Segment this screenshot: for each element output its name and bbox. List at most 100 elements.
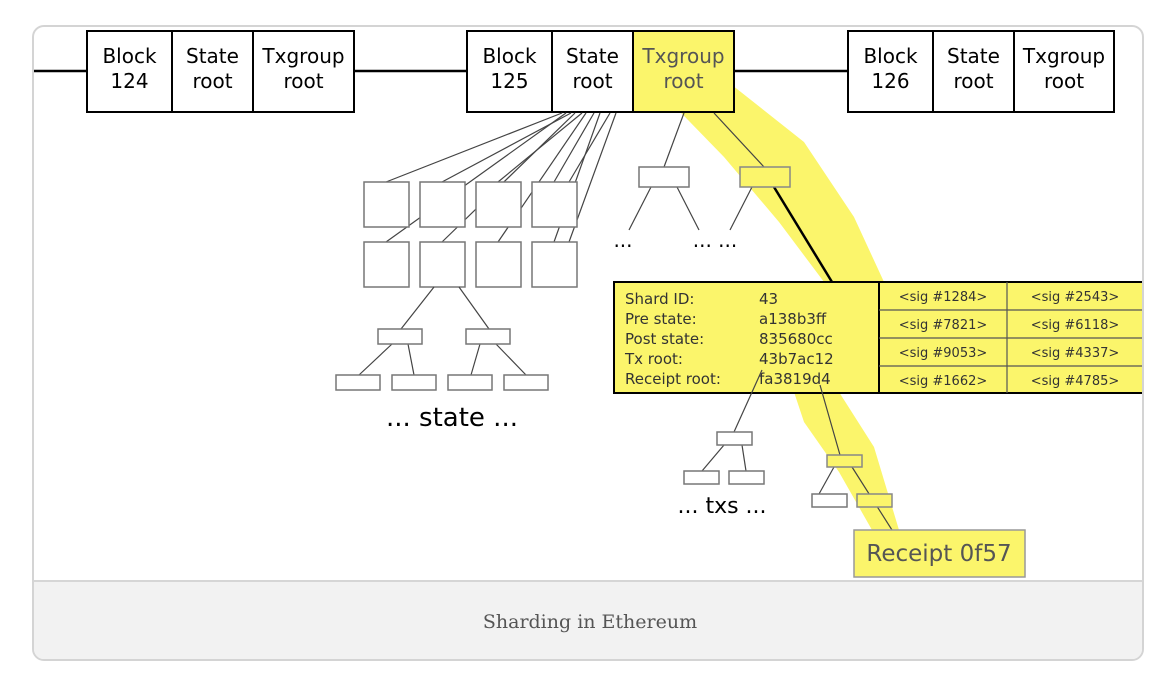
txgroup-root-cell xyxy=(632,30,735,113)
state-root-label: root xyxy=(192,69,232,93)
tree-edge xyxy=(701,444,725,472)
block-label: Block xyxy=(863,44,918,68)
tree-edge xyxy=(628,186,652,231)
caption-bar: Sharding in Ethereum xyxy=(34,580,1142,659)
state-ellipsis-label: ... state ... xyxy=(386,403,518,433)
txgroup-label: Txgroup xyxy=(641,44,724,68)
tree-node xyxy=(419,241,466,288)
tree-edge xyxy=(441,112,572,183)
signature: <sig #6118> xyxy=(1031,318,1120,333)
tree-edge xyxy=(497,112,583,183)
tree-edge xyxy=(741,444,747,472)
tx-nodes xyxy=(683,431,848,508)
signature: <sig #1662> xyxy=(899,374,988,389)
tree-node xyxy=(826,454,863,468)
tree-node xyxy=(363,241,410,288)
signature: <sig #4337> xyxy=(1031,346,1120,361)
block-126: Block 126 State root Txgroup root xyxy=(847,30,1115,113)
signature: <sig #7821> xyxy=(899,318,988,333)
field-value: 835680cc xyxy=(759,330,833,348)
signature: <sig #9053> xyxy=(899,346,988,361)
tree-edge xyxy=(772,186,834,283)
tree-node xyxy=(638,166,690,188)
tree-node xyxy=(531,241,578,288)
receipt-label: Receipt 0f57 xyxy=(866,541,1011,567)
tree-edge xyxy=(407,343,415,376)
collation-header: Shard ID: Pre state: Post state: Tx root… xyxy=(613,281,1142,394)
block-number: 126 xyxy=(871,69,909,93)
tree-edge xyxy=(818,466,835,495)
receipt-box xyxy=(853,529,1026,578)
tree-node xyxy=(716,431,753,446)
tree-edge xyxy=(676,186,700,231)
tree-edge xyxy=(663,112,685,168)
tree-edge xyxy=(458,286,490,330)
field-label: Tx root: xyxy=(624,350,683,368)
state-label: State xyxy=(566,44,619,68)
txgroup-root-cell xyxy=(1013,30,1115,113)
field-value: fa3819d4 xyxy=(759,370,831,388)
tree-node xyxy=(531,181,578,228)
tree-node xyxy=(419,181,466,228)
block-124: Block 124 State root Txgroup root xyxy=(86,30,355,113)
txgroup-root-label: root xyxy=(663,69,703,93)
tree-node xyxy=(377,328,423,345)
state-subtree xyxy=(358,286,527,376)
field-value: a138b3ff xyxy=(759,310,827,328)
tree-edge xyxy=(495,343,527,376)
tree-node xyxy=(739,166,791,188)
field-value: 43b7ac12 xyxy=(759,350,834,368)
state-root-label: root xyxy=(953,69,993,93)
tree-node xyxy=(465,328,511,345)
txgroup-tree xyxy=(628,112,765,231)
tree-edge xyxy=(470,343,481,376)
block-label: Block xyxy=(482,44,537,68)
txgroup-root-label: root xyxy=(283,69,323,93)
tree-edge xyxy=(385,112,567,243)
block-number: 124 xyxy=(110,69,148,93)
tree-node xyxy=(363,181,410,228)
figure-card: Block 124 State root Txgroup root Block … xyxy=(32,25,1144,661)
tree-edge xyxy=(400,286,435,330)
field-label: Receipt root: xyxy=(625,370,721,388)
tree-node xyxy=(475,241,522,288)
state-nodes xyxy=(363,181,578,288)
state-root-cell xyxy=(551,30,634,113)
tree-node xyxy=(447,374,493,391)
tree-edge xyxy=(553,112,595,183)
signature: <sig #2543> xyxy=(1031,290,1120,305)
figure-caption: Sharding in Ethereum xyxy=(482,610,698,633)
tree-node xyxy=(391,374,437,391)
tree-node xyxy=(335,374,381,391)
block-label: Block xyxy=(102,44,157,68)
tree-node xyxy=(683,470,720,485)
signature: <sig #1284> xyxy=(899,290,988,305)
tree-node xyxy=(475,181,522,228)
block-number: 125 xyxy=(490,69,528,93)
state-label: State xyxy=(947,44,1000,68)
state-root-label: root xyxy=(572,69,612,93)
field-label: Shard ID: xyxy=(625,290,694,308)
tree-edge xyxy=(385,112,563,183)
tree-edge xyxy=(568,112,611,183)
state-label: State xyxy=(186,44,239,68)
field-label: Pre state: xyxy=(625,310,697,328)
txs-ellipsis-label: ... txs ... xyxy=(677,494,766,519)
txgroup-root-label: root xyxy=(1044,69,1084,93)
tree-node xyxy=(856,493,893,508)
tree-edge xyxy=(819,384,841,456)
block-cell xyxy=(86,30,173,113)
txgroup-label: Txgroup xyxy=(261,44,344,68)
tree-edge xyxy=(713,112,765,168)
txgroup-label: Txgroup xyxy=(1022,44,1105,68)
txgroup-ellipsis: ... ... xyxy=(693,228,738,252)
field-label: Post state: xyxy=(625,330,704,348)
tree-edge xyxy=(733,369,763,433)
state-leaves xyxy=(335,328,549,391)
tree-edge xyxy=(729,186,753,231)
state-root-cell xyxy=(171,30,254,113)
sharding-diagram: Block 124 State root Txgroup root Block … xyxy=(34,30,1142,578)
signature: <sig #4785> xyxy=(1031,374,1120,389)
txgroup-root-cell xyxy=(252,30,355,113)
tree-node xyxy=(728,470,765,485)
